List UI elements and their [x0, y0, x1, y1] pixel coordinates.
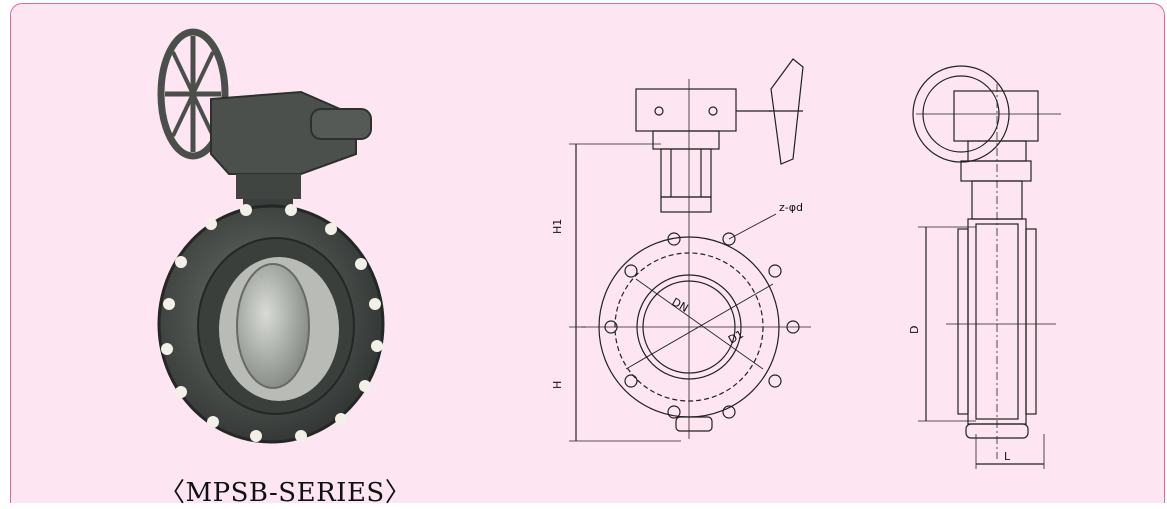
- dimension-h1: H1: [551, 219, 564, 234]
- dimension-h: H: [551, 381, 564, 389]
- dimension-d1: D1: [726, 328, 746, 347]
- side-view-drawing: D L: [908, 65, 1061, 469]
- series-caption: 〈MPSB-SERIES〉: [159, 478, 412, 508]
- dimension-l: L: [1004, 450, 1011, 463]
- valve-photo: [157, 28, 385, 444]
- handwheel-icon: [157, 28, 229, 160]
- dimension-d: D: [908, 326, 921, 334]
- front-view-drawing: H1 H DN D1 z-φd: [551, 58, 811, 442]
- figure-panel: 〈MPSB-SERIES〉: [10, 3, 1165, 508]
- dimension-dn: DN: [670, 295, 691, 315]
- dimension-bolt: z-φd: [779, 201, 803, 214]
